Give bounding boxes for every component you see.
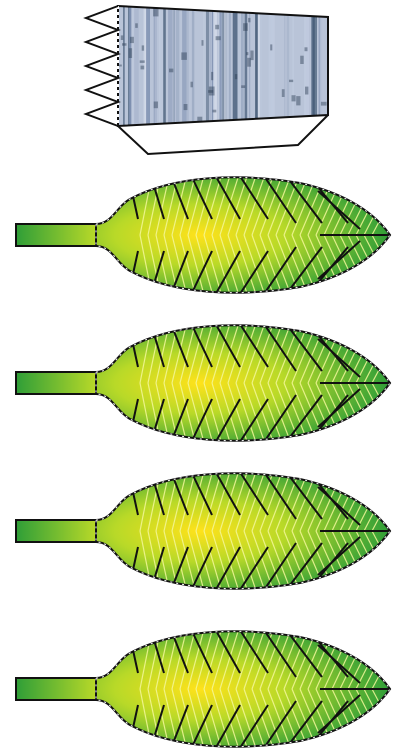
leaf-2 bbox=[16, 321, 396, 445]
leaf-stem bbox=[16, 224, 96, 246]
bark-box bbox=[86, 6, 328, 154]
leaf-stem bbox=[16, 520, 96, 542]
leaf-4 bbox=[16, 627, 396, 751]
leaf-3 bbox=[16, 469, 396, 593]
bark-texture bbox=[118, 6, 328, 126]
zigzag-notches bbox=[86, 6, 118, 126]
leaf-1 bbox=[16, 173, 396, 297]
leaves-group bbox=[16, 173, 396, 751]
leaf-stem bbox=[16, 372, 96, 394]
leaf-stem bbox=[16, 678, 96, 700]
